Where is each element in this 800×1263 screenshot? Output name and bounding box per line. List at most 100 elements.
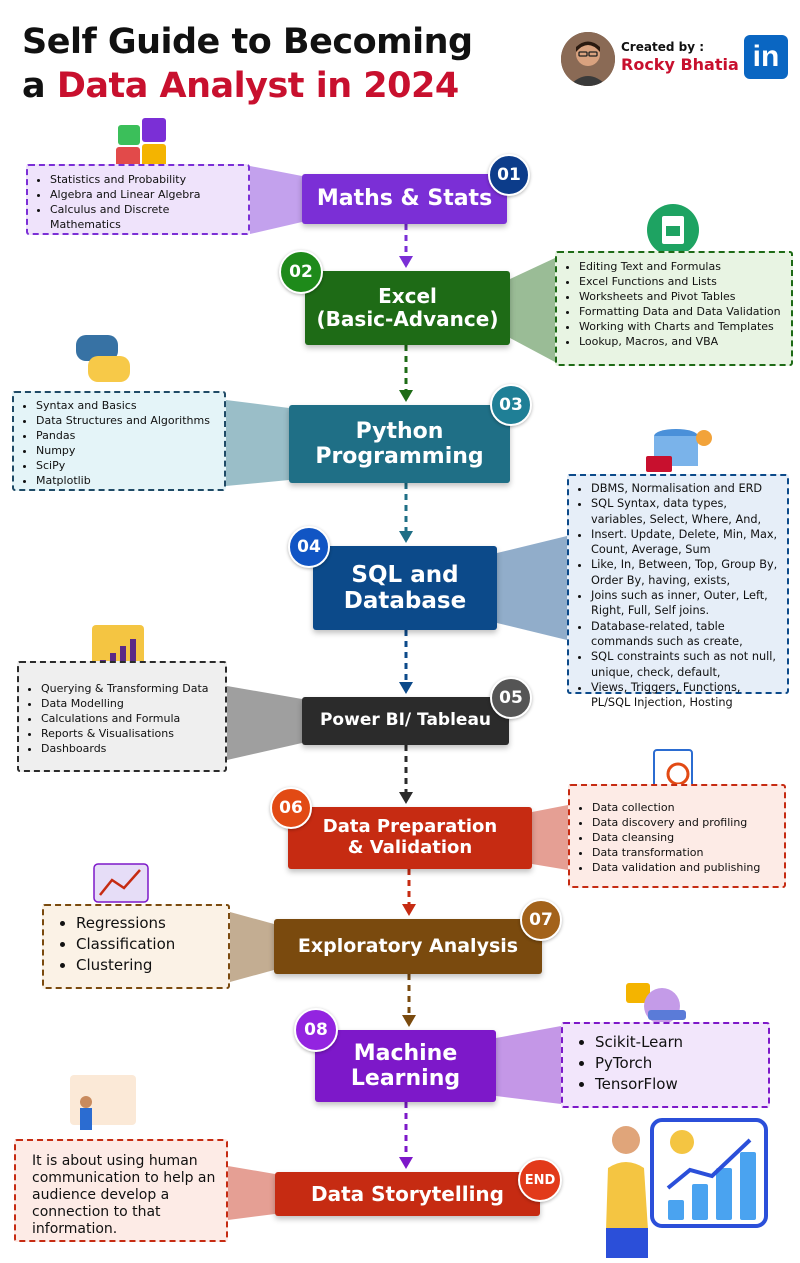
author-avatar (561, 32, 615, 86)
calculator-icon (118, 125, 140, 145)
card-list: DBMS, Normalisation and ERD SQL Syntax, … (579, 481, 781, 710)
list-item: Classification (76, 934, 220, 955)
list-item: Editing Text and Formulas (579, 259, 783, 274)
step-label: Power BI/ Tableau (319, 710, 492, 731)
step-label-line1: Machine (353, 1040, 458, 1066)
growth-chart-icon-bar (692, 1184, 708, 1220)
card-python: Syntax and Basics Data Structures and Al… (12, 391, 226, 491)
title-line-1: Self Guide to Becoming (22, 22, 473, 62)
list-item: Calculus and Discrete Mathematics (50, 202, 240, 232)
python-logo-icon-lower (88, 356, 130, 382)
step-label-line1: Python (355, 418, 444, 444)
badge-06: 06 (270, 787, 312, 829)
power-bi-icon-bar (120, 646, 126, 670)
list-item: Data validation and publishing (592, 860, 776, 875)
flow-arrow-head-6 (402, 904, 416, 916)
list-item: Matplotlib (36, 473, 216, 488)
presenter-icon-body (80, 1108, 92, 1130)
title-prefix: a (22, 66, 57, 106)
linkedin-icon-text: in (752, 40, 780, 73)
google-sheets-icon-grid (666, 226, 680, 236)
card-list: Regressions Classification Clustering (64, 913, 220, 976)
list-item: PyTorch (595, 1053, 760, 1074)
badge-07: 07 (520, 899, 562, 941)
growth-chart-icon-trend (666, 1138, 752, 1190)
card-ml: Scikit-Learn PyTorch TensorFlow (561, 1022, 770, 1108)
card-list: Statistics and Probability Algebra and L… (38, 172, 240, 232)
card-list: Querying & Transforming Data Data Modell… (29, 681, 217, 756)
avatar-portrait (561, 32, 615, 86)
step-label: Maths & Stats (316, 186, 493, 212)
step-label-line1: Excel (378, 284, 437, 308)
flow-arrow-head-8 (399, 1157, 413, 1169)
connector-link-5 (227, 686, 302, 760)
flow-arrow-head-7 (402, 1015, 416, 1027)
growth-chart-icon-bar (716, 1168, 732, 1220)
ai-chip-icon (626, 983, 650, 1003)
step-label-line1: Data Preparation (322, 816, 498, 838)
list-item: DBMS, Normalisation and ERD (591, 481, 781, 496)
list-item: Data Structures and Algorithms (36, 413, 216, 428)
list-item: Insert. Update, Delete, Min, Max, Count,… (591, 527, 781, 558)
python-logo-icon (76, 335, 118, 361)
card-storytelling: It is about using human communication to… (14, 1139, 228, 1242)
step-excel[interactable]: Excel(Basic-Advance) (305, 271, 510, 345)
list-item: Statistics and Probability (50, 172, 240, 187)
list-item: Worksheets and Pivot Tables (579, 289, 783, 304)
list-item: Numpy (36, 443, 216, 458)
list-item: Data cleansing (592, 830, 776, 845)
step-label: Data Storytelling (311, 1181, 504, 1206)
connector-link-4 (497, 536, 567, 640)
linkedin-icon[interactable]: in (744, 35, 788, 79)
character-body (606, 1162, 648, 1230)
step-label-line2: (Basic-Advance) (316, 307, 499, 331)
presenter-icon (70, 1075, 136, 1125)
list-item: Lookup, Macros, and VBA (579, 334, 783, 349)
presenter-icon-head (80, 1096, 92, 1108)
step-eda[interactable]: Exploratory Analysis (274, 919, 542, 974)
list-item: Joins such as inner, Outer, Left, Right,… (591, 588, 781, 619)
list-item: Regressions (76, 913, 220, 934)
list-item: Formatting Data and Data Validation (579, 304, 783, 319)
step-maths-stats[interactable]: Maths & Stats (302, 174, 507, 224)
list-item: Dashboards (41, 741, 217, 756)
step-data-prep[interactable]: Data Preparation& Validation (288, 807, 532, 869)
card-maths-stats: Statistics and Probability Algebra and L… (26, 164, 250, 235)
list-item: Syntax and Basics (36, 398, 216, 413)
step-powerbi[interactable]: Power BI/ Tableau (302, 697, 509, 745)
list-item: Working with Charts and Templates (579, 319, 783, 334)
list-item: SciPy (36, 458, 216, 473)
created-by-label: Created by : (621, 40, 704, 54)
list-item: Pandas (36, 428, 216, 443)
list-item: Data collection (592, 800, 776, 815)
card-list: Editing Text and Formulas Excel Function… (567, 259, 783, 349)
step-label-line2: Programming (315, 444, 484, 469)
badge-05: 05 (490, 677, 532, 719)
step-storytelling[interactable]: Data Storytelling (275, 1172, 540, 1216)
list-item: Excel Functions and Lists (579, 274, 783, 289)
flow-arrow-head-2 (399, 390, 413, 402)
calculator-icon-key (116, 147, 140, 169)
calculator-icon-key (142, 144, 166, 168)
chart-analysis-icon (93, 863, 149, 903)
list-item: Data Modelling (41, 696, 217, 711)
flow-arrow-head-4 (399, 682, 413, 694)
character-legs (606, 1228, 648, 1258)
card-sql: DBMS, Normalisation and ERD SQL Syntax, … (567, 474, 789, 709)
list-item: TensorFlow (595, 1074, 760, 1095)
sql-database-icon-tag (646, 456, 672, 472)
flow-arrow-head-3 (399, 531, 413, 543)
list-item: Data discovery and profiling (592, 815, 776, 830)
badge-end: END (518, 1158, 562, 1202)
connector-link-8 (496, 1026, 561, 1104)
step-label: Exploratory Analysis (297, 934, 519, 957)
growth-chart-icon-bar (668, 1200, 684, 1220)
list-item: Calculations and Formula (41, 711, 217, 726)
author-name: Rocky Bhatia (621, 55, 739, 74)
card-list: Data collection Data discovery and profi… (580, 800, 776, 875)
connector-link-7 (230, 912, 274, 982)
